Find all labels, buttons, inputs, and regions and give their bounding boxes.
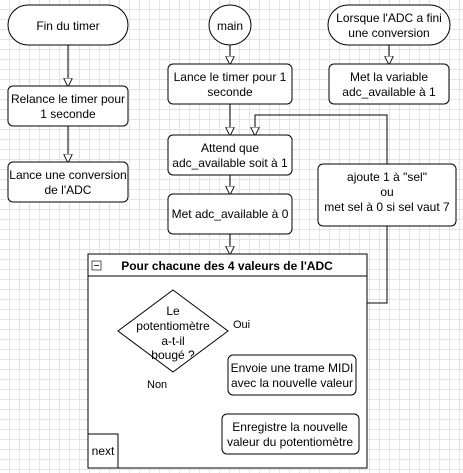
node-ajoute[interactable]: ajoute 1 à "sel" ou met sel à 0 si sel v… — [317, 163, 457, 227]
node-met-variable-line-1: Met la variable — [350, 70, 428, 84]
node-lance-conversion-line-1: Lance une conversion — [9, 168, 126, 182]
loop-title: Pour chacune des 4 valeurs de l'ADC — [121, 259, 333, 273]
node-attend-line-2: adc_available soit à 1 — [172, 156, 288, 170]
node-attend-line-1: Attend que — [201, 141, 259, 155]
node-ajoute-line-3: met sel à 0 si sel vaut 7 — [324, 200, 450, 214]
edge-ajoute-to-attend — [255, 114, 388, 164]
node-ajoute-line-2: ou — [380, 185, 393, 199]
node-lorsque-adc-line-1: Lorsque l'ADC a fini — [336, 11, 442, 25]
node-lance-timer[interactable]: Lance le timer pour 1 seconde — [167, 63, 293, 105]
node-relance-timer-line-2: 1 seconde — [40, 107, 96, 121]
node-ajoute-line-1: ajoute 1 à "sel" — [347, 170, 427, 184]
node-next[interactable]: next — [87, 433, 119, 469]
node-met-zero-label: Met adc_available à 0 — [172, 207, 289, 221]
node-fin-timer-label: Fin du timer — [36, 19, 99, 33]
node-lance-timer-line-2: seconde — [207, 85, 253, 99]
node-relance-timer-line-1: Relance le timer pour — [11, 92, 125, 106]
node-next-label: next — [92, 444, 115, 458]
node-lance-timer-line-1: Lance le timer pour 1 — [174, 70, 287, 84]
node-lance-conversion-line-2: de l'ADC — [45, 183, 92, 197]
edge-label-non: Non — [147, 379, 167, 391]
node-decision-line-3: a-t-il — [161, 334, 184, 348]
node-met-variable-line-2: adc_available à 1 — [342, 85, 436, 99]
node-envoie-line-1: Envoie une trame MIDI — [231, 361, 354, 375]
node-decision-line-2: potentiomètre — [136, 319, 210, 333]
node-envoie[interactable]: Envoie une trame MIDI avec la nouvelle v… — [227, 354, 357, 396]
node-met-variable[interactable]: Met la variable adc_available à 1 — [328, 63, 450, 105]
node-envoie-line-2: avec la nouvelle valeur — [231, 376, 353, 390]
node-decision-line-1: Le — [166, 304, 180, 318]
node-enregistre[interactable]: Enregistre la nouvelle valeur du potenti… — [221, 413, 360, 455]
edge-label-oui: Oui — [233, 319, 250, 331]
node-enregistre-line-2: valeur du potentiomètre — [227, 435, 353, 449]
node-lance-conversion[interactable]: Lance une conversion de l'ADC — [7, 161, 129, 203]
node-decision-line-4: bougé ? — [151, 348, 195, 362]
node-main-label: main — [217, 19, 243, 33]
node-fin-timer[interactable]: Fin du timer — [7, 4, 129, 46]
node-lorsque-adc[interactable]: Lorsque l'ADC a fini une conversion — [327, 4, 451, 46]
edge-loop-to-ajoute — [367, 190, 387, 304]
node-relance-timer[interactable]: Relance le timer pour 1 seconde — [7, 85, 129, 127]
node-lorsque-adc-line-2: une conversion — [348, 26, 429, 40]
node-decision[interactable]: Le potentiomètre a-t-il bougé ? — [117, 289, 229, 373]
node-enregistre-line-1: Enregistre la nouvelle — [232, 420, 348, 434]
collapse-icon[interactable] — [91, 260, 102, 271]
node-main[interactable]: main — [208, 4, 252, 46]
node-attend[interactable]: Attend que adc_available soit à 1 — [167, 134, 293, 176]
node-met-zero[interactable]: Met adc_available à 0 — [167, 193, 293, 235]
